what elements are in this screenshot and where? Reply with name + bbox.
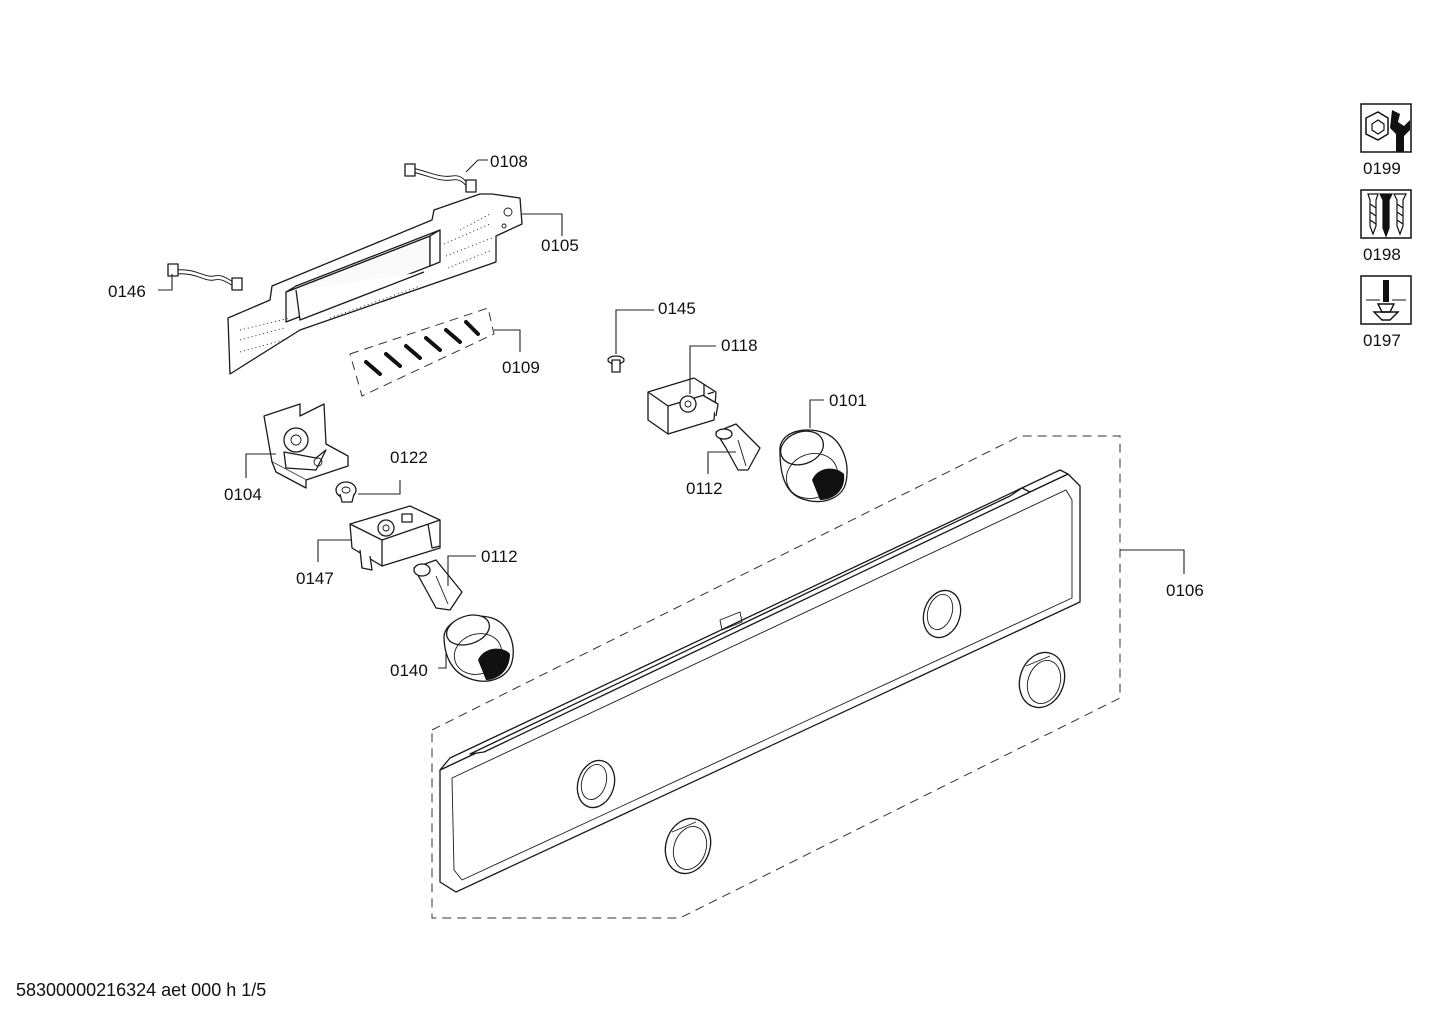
part-0105-control-board[interactable] bbox=[227, 193, 523, 375]
tool-icon-0197[interactable]: 0197 bbox=[1360, 275, 1412, 350]
part-0140-knob[interactable] bbox=[443, 610, 514, 682]
part-0112-shaft-upper[interactable] bbox=[715, 423, 761, 471]
part-0118-bracket[interactable] bbox=[647, 377, 719, 435]
tool-label-0199: 0199 bbox=[1363, 159, 1401, 178]
callout-0101: 0101 bbox=[829, 391, 867, 410]
callout-0145: 0145 bbox=[658, 299, 696, 318]
part-0104-switch-bracket[interactable] bbox=[263, 403, 349, 489]
screwdriver-icon bbox=[1366, 280, 1406, 321]
callout-0122: 0122 bbox=[390, 448, 428, 467]
part-0146-cable[interactable] bbox=[167, 263, 243, 291]
tool-label-0197: 0197 bbox=[1363, 331, 1401, 350]
callout-0104: 0104 bbox=[224, 485, 262, 504]
callout-0112b: 0112 bbox=[481, 547, 518, 566]
part-0101-knob[interactable] bbox=[776, 425, 848, 505]
part-0108-cable[interactable] bbox=[404, 163, 477, 193]
part-0145-screw[interactable] bbox=[607, 355, 625, 373]
callout-0147: 0147 bbox=[296, 569, 334, 588]
tool-label-0198: 0198 bbox=[1363, 245, 1401, 264]
part-0147-bracket[interactable] bbox=[349, 505, 441, 571]
callout-0140: 0140 bbox=[390, 661, 428, 680]
tool-icon-0198[interactable]: 0198 bbox=[1360, 189, 1412, 264]
callout-0112a: 0112 bbox=[686, 479, 723, 498]
callout-0118: 0118 bbox=[721, 336, 758, 355]
part-0106-control-panel[interactable] bbox=[431, 435, 1121, 919]
callout-0108: 0108 bbox=[490, 152, 528, 171]
nut-and-wrench-icon bbox=[1365, 110, 1410, 152]
part-0122-nut[interactable] bbox=[335, 481, 357, 503]
callout-0106: 0106 bbox=[1166, 581, 1204, 600]
callout-0146: 0146 bbox=[108, 282, 146, 301]
part-0112-shaft-lower[interactable] bbox=[413, 559, 463, 611]
tool-icon-0199[interactable]: 0199 bbox=[1360, 103, 1412, 178]
callout-0105: 0105 bbox=[541, 236, 579, 255]
part-0109-connector-set[interactable] bbox=[349, 307, 495, 397]
screws-icon bbox=[1367, 193, 1407, 238]
callout-0109: 0109 bbox=[502, 358, 540, 377]
document-code: 58300000216324 aet 000 h 1/5 bbox=[16, 980, 267, 1000]
